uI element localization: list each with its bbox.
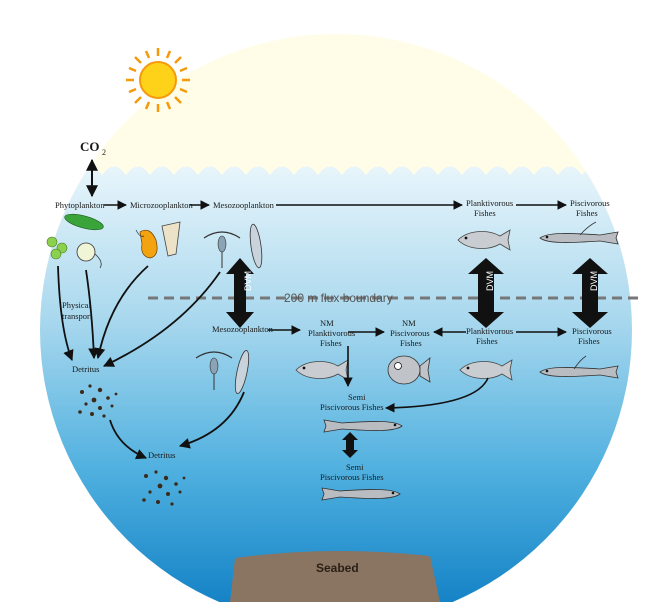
phytoplankton-icon [46, 213, 104, 269]
flux-boundary-label: 200 m flux boundary [284, 291, 393, 305]
microzooplankton-label: Microzooplankton [130, 200, 194, 210]
svg-text:DVM: DVM [243, 271, 253, 291]
dvm-arrow-planktivorous: DVM [468, 258, 504, 328]
co2-label: CO [80, 139, 100, 154]
arrow-planktivorous-semi [385, 377, 489, 413]
detritus-lower-label: Detritus [148, 450, 175, 460]
dvm-arrow-semi [342, 432, 358, 458]
svg-text:DVM: DVM [589, 271, 599, 291]
nm-piscivorous-fish-icon [387, 355, 431, 385]
microzooplankton-icon [135, 221, 181, 259]
arrow-detritus-sinking [109, 419, 147, 460]
seabed-label: Seabed [316, 561, 359, 575]
svg-text:DVM: DVM [485, 271, 495, 291]
ocean-water [40, 166, 632, 602]
phytoplankton-label: Phytoplankton [55, 200, 105, 210]
co2-subscript: 2 [102, 148, 106, 157]
detritus-upper-particles [78, 384, 118, 418]
arrow-meso-deep-detritus [178, 391, 245, 449]
detritus-upper-label: Detritus [72, 364, 99, 374]
mesozooplankton-deep-icon [195, 350, 250, 394]
piscivorous-fish-icon [539, 221, 619, 245]
mesozooplankton-label: Mesozooplankton [213, 200, 275, 210]
arrow-phyto-detritus [85, 269, 99, 360]
mesozooplankton-surface-icon [203, 223, 263, 269]
piscivorous-deep-fish-icon [539, 355, 619, 379]
arrow-physical-transport [57, 265, 74, 362]
dvm-arrow-piscivorous: DVM [572, 258, 608, 328]
sun-icon [126, 48, 190, 112]
arrow-meso-detritus [103, 271, 221, 367]
detritus-lower-particles [142, 470, 186, 506]
arrow-micro-detritus [94, 265, 149, 360]
seabed-mound [230, 550, 440, 602]
dvm-arrow-meso: DVM [226, 258, 254, 328]
mesozooplankton-deep-label: Mesozooplankton [212, 324, 274, 334]
